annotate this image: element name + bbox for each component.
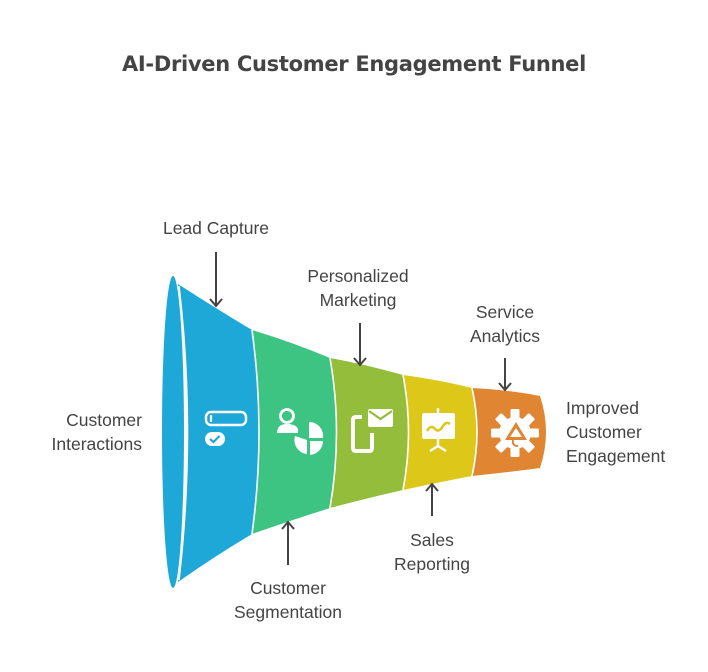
stage-label-sales-reporting: Sales Reporting (352, 528, 512, 576)
diagram-title: AI-Driven Customer Engagement Funnel (121, 52, 587, 76)
divider-line (251, 329, 260, 535)
arrow-lead-capture (209, 252, 223, 308)
gear-alert-icon (491, 409, 539, 457)
divider-line (329, 357, 338, 509)
arrow-service-analytics (498, 358, 512, 392)
stage-label-line: Service (475, 302, 535, 322)
stage-label-service-analytics: Service Analytics (425, 300, 585, 348)
arrow-sales-reporting (425, 482, 439, 516)
divider-line (402, 374, 410, 491)
stage-label-line: Personalized (307, 266, 409, 286)
divider-line (471, 387, 478, 477)
funnel-mouth (162, 276, 184, 588)
arrow-customer-segmentation (281, 520, 295, 565)
end-label-line: Customer (566, 422, 642, 442)
arrow-personalized-marketing (353, 323, 367, 367)
stage-label-line: Analytics (469, 326, 541, 346)
user-pie-chart-icon (277, 408, 324, 455)
stage-dividers (178, 285, 478, 581)
stage-label-line: Reporting (394, 554, 470, 574)
start-label-line: Customer (66, 410, 142, 430)
funnel-stage-personalized-marketing (330, 358, 409, 508)
form-check-icon (204, 410, 248, 446)
end-label: Improved Customer Engagement (566, 396, 665, 468)
stage-label-line: Lead Capture (162, 218, 270, 238)
stage-label-line: Sales (410, 530, 454, 550)
divider-line (178, 285, 189, 581)
mobile-mail-icon (351, 409, 393, 453)
stage-label-line: Customer (250, 578, 326, 598)
stage-label-line: Segmentation (234, 602, 342, 622)
start-label-line: Interactions (51, 434, 142, 454)
start-label: Customer Interactions (52, 408, 142, 456)
presentation-chart-icon (422, 408, 455, 453)
stage-label-personalized-marketing: Personalized Marketing (278, 264, 438, 312)
stage-label-line: Marketing (319, 290, 397, 310)
stage-label-lead-capture: Lead Capture (136, 216, 296, 240)
stage-arrows (209, 252, 512, 565)
stage-label-customer-segmentation: Customer Segmentation (208, 576, 368, 624)
end-label-line: Engagement (566, 446, 666, 466)
end-label-line: Improved (566, 398, 639, 418)
